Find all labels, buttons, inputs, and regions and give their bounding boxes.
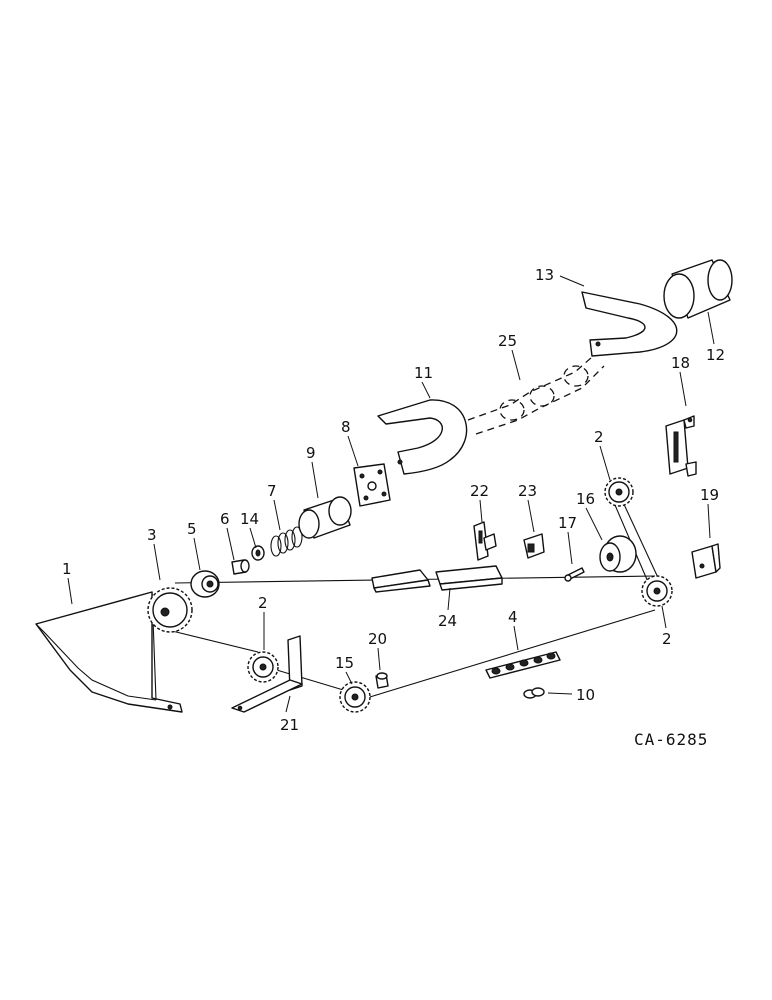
callout-17: 17 [558,514,577,532]
callout-13: 13 [535,266,554,284]
part-25-driveshaft [467,349,605,435]
callout-20: 20 [368,630,387,648]
callout-2-right: 2 [662,630,672,648]
part-20-bushing [375,672,389,689]
callouts: 1 3 5 6 14 7 9 8 11 25 13 12 18 19 22 23… [62,266,725,734]
callout-22: 22 [470,482,489,500]
callout-19: 19 [700,486,719,504]
callout-24: 24 [438,612,457,630]
part-18-bracket [665,415,697,477]
callout-1: 1 [62,560,72,578]
drive-chain-lines [167,497,661,701]
callout-6: 6 [220,510,230,528]
callout-25: 25 [498,332,517,350]
drawing-number: CA-6285 [634,730,708,749]
callout-2-lower: 2 [258,594,268,612]
part-23-bracket [523,533,545,559]
callout-4: 4 [508,608,518,626]
part-6-bushing [231,559,250,575]
part-16-idler [599,535,637,573]
part-10-connector-link [523,687,545,699]
callout-7: 7 [267,482,277,500]
callout-23: 23 [518,482,537,500]
part-7-spring [270,526,303,557]
callout-9: 9 [306,444,316,462]
part-19-bracket [691,543,721,579]
part-2-sprocket-upper [604,477,634,507]
part-24-slide-plates [371,565,503,593]
callout-10: 10 [576,686,595,704]
part-2-sprocket-lower [247,651,279,683]
part-4-chain [485,651,561,679]
part-8-plate [353,463,391,507]
callout-16: 16 [576,490,595,508]
callout-15: 15 [335,654,354,672]
callout-11: 11 [414,364,433,382]
callout-14: 14 [240,510,259,528]
callout-2-upper: 2 [594,428,604,446]
callout-12: 12 [706,346,725,364]
part-3-sprocket [147,587,193,633]
callout-3: 3 [147,526,157,544]
callout-21: 21 [280,716,299,734]
part-22-bracket [473,521,497,561]
part-17-bolt [564,567,585,582]
part-15-sprocket [339,681,371,713]
part-13-upper-shield [581,291,678,357]
part-2-sprocket-right [641,575,673,607]
part-21-angle-bracket [231,635,303,713]
leader-lines [67,275,715,713]
callout-18: 18 [671,354,690,372]
callout-8: 8 [341,418,351,436]
part-14-washer [251,545,265,561]
part-12-cylinder [663,259,733,319]
part-11-shield [377,399,468,475]
part-5-hub [190,570,220,598]
callout-5: 5 [187,520,197,538]
part-9-tube [298,496,352,539]
